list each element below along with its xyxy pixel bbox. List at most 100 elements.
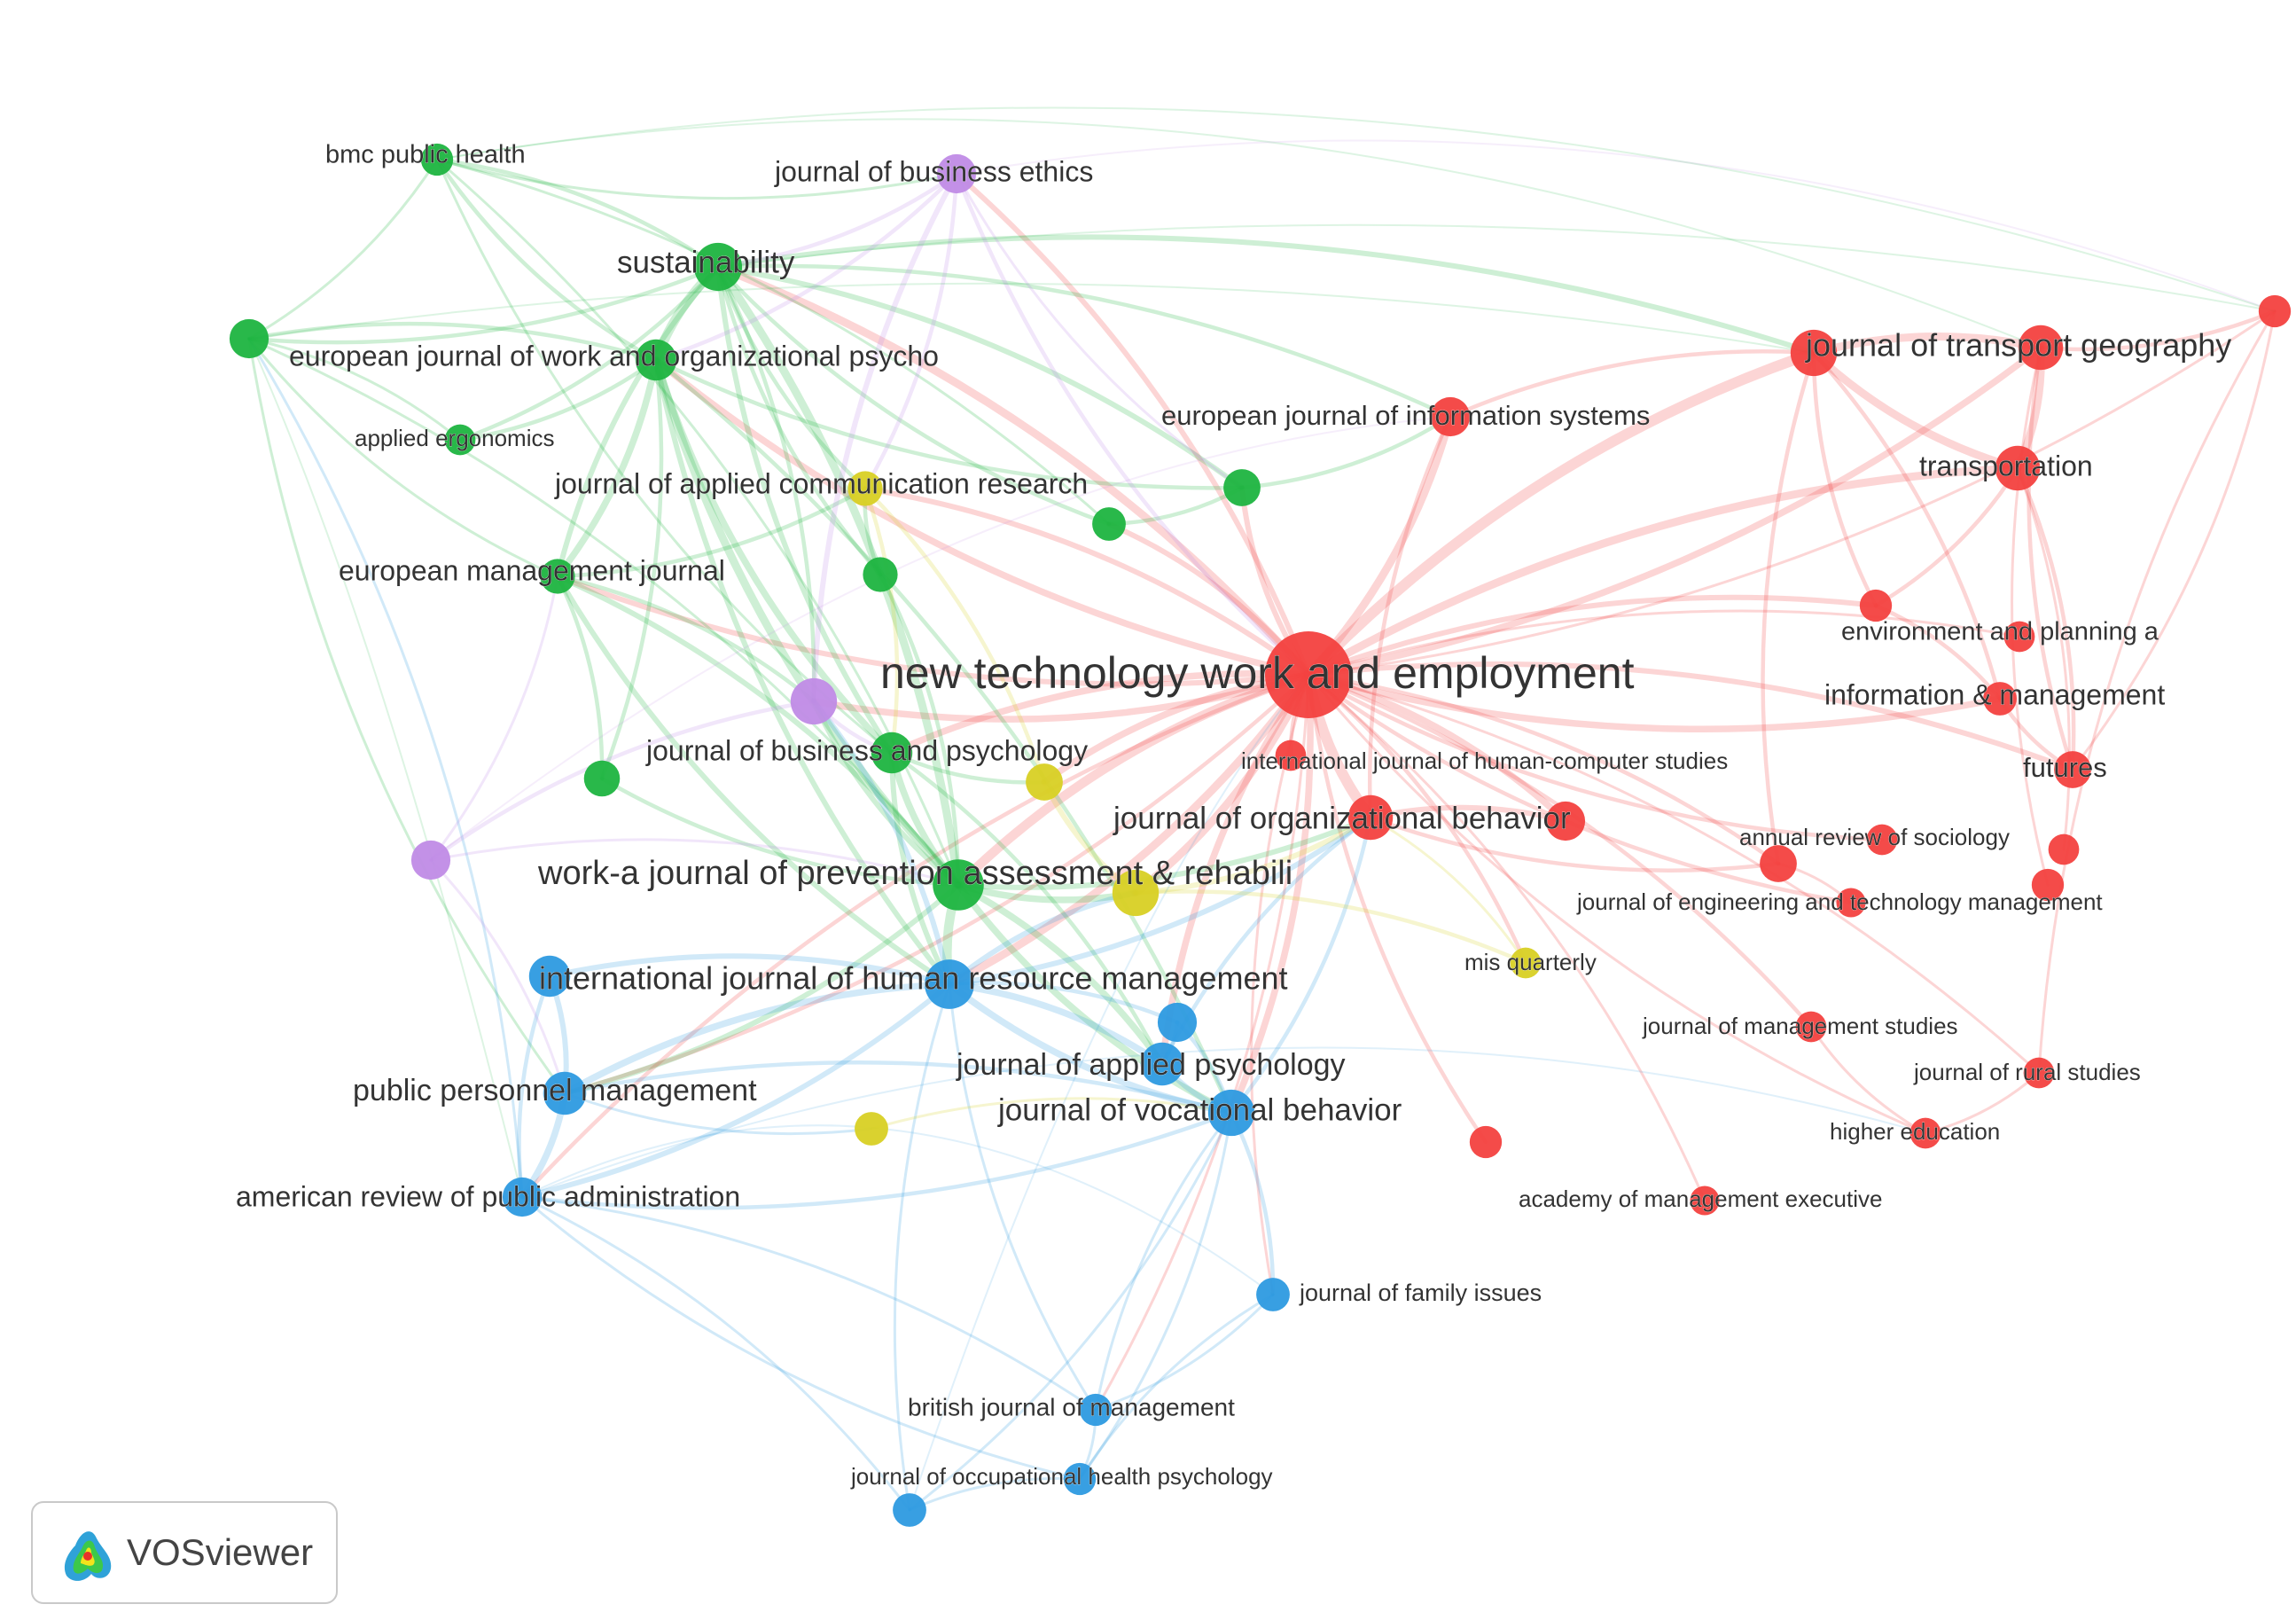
node-transp[interactable] — [1995, 445, 2041, 491]
link-green_left-wjpar — [247, 337, 960, 887]
node-jbe[interactable] — [936, 153, 977, 194]
node-ppm[interactable] — [543, 1071, 587, 1115]
node-label-sust: sustainability — [617, 245, 795, 279]
node-ars3[interactable] — [2048, 833, 2080, 865]
link-jtg-jtg2 — [1809, 333, 2045, 357]
link-arpa-johp — [520, 1195, 1082, 1481]
link-jvb-bjm — [1094, 1111, 1233, 1412]
node-g4[interactable] — [583, 760, 621, 797]
link-sust-g1 — [715, 264, 1245, 490]
node-red_misc[interactable] — [1469, 1125, 1503, 1159]
node-label-aerg: applied ergonomics — [355, 425, 554, 451]
node-emj[interactable] — [540, 559, 575, 594]
link-jtg-env — [1811, 350, 1878, 608]
node-g1[interactable] — [1223, 469, 1261, 506]
node-futures[interactable] — [2054, 751, 2091, 788]
node-bjm[interactable] — [1079, 1393, 1113, 1427]
node-jfi[interactable] — [1256, 1278, 1290, 1311]
link-ntwe-env_extra — [1307, 609, 2021, 677]
link-johp-b_bottom — [908, 1476, 1082, 1512]
node-y3[interactable] — [855, 1112, 888, 1146]
node-y1[interactable] — [1112, 869, 1160, 917]
node-g2[interactable] — [1092, 507, 1126, 541]
link-ejwop-bmc — [434, 157, 659, 363]
node-ijhcs[interactable] — [1275, 739, 1307, 771]
node-jtg2[interactable] — [2018, 325, 2064, 371]
link-arpa-bjm — [520, 1195, 1097, 1412]
node-sust[interactable] — [693, 242, 743, 292]
link-arpa-ijhrm_left — [517, 974, 552, 1200]
node-green_left[interactable] — [229, 318, 269, 359]
node-ars2[interactable] — [1760, 845, 1797, 882]
link-ntwe-jvb — [1228, 671, 1314, 1116]
node-bmc[interactable] — [420, 143, 454, 176]
node-johp[interactable] — [1063, 1462, 1097, 1496]
link-sust-green_left — [246, 264, 721, 345]
node-he[interactable] — [1909, 1117, 1941, 1149]
link-green_left-emj — [247, 337, 559, 578]
node-label-jfi: journal of family issues — [1299, 1279, 1542, 1306]
link-bmc-tr_far — [436, 106, 2276, 312]
node-env[interactable] — [1859, 589, 1893, 622]
label-layer: new technology work and employmentjourna… — [236, 140, 2232, 1490]
link-wjpar-jap — [955, 881, 1166, 1068]
vosviewer-logo-icon — [64, 1531, 112, 1581]
node-b1[interactable] — [1157, 1002, 1198, 1043]
node-wjpar[interactable] — [933, 859, 984, 911]
link-sust-g2 — [715, 264, 1112, 527]
node-jvb[interactable] — [1207, 1089, 1255, 1137]
link-job-job2 — [1368, 804, 1568, 824]
link-ntwe-sust — [714, 262, 1313, 679]
node-aerg[interactable] — [444, 424, 476, 456]
link-jms-he — [1809, 1025, 1927, 1135]
node-ijhrm_left[interactable] — [528, 955, 571, 998]
node-ijhrm[interactable] — [925, 959, 974, 1009]
node-label-transp: transportation — [1919, 450, 2093, 481]
node-arpa[interactable] — [502, 1177, 543, 1217]
node-misq[interactable] — [1510, 947, 1542, 979]
node-jms[interactable] — [1795, 1011, 1827, 1043]
node-jetm2[interactable] — [2031, 868, 2065, 902]
link-jbp-ijhrm — [889, 750, 952, 987]
node-jrs[interactable] — [2023, 1057, 2055, 1089]
link-sust-tr_far — [717, 223, 2276, 312]
node-jtg[interactable] — [1790, 329, 1838, 377]
node-p1[interactable] — [790, 677, 838, 725]
node-infman[interactable] — [1983, 682, 2017, 716]
node-label-ame: academy of management executive — [1519, 1186, 1882, 1212]
node-env_extra[interactable] — [2003, 621, 2035, 653]
node-p2[interactable] — [410, 840, 451, 880]
link-y2-jacr — [863, 486, 1047, 785]
node-ejwop[interactable] — [635, 339, 677, 381]
link-ppm-jvb — [562, 1060, 1234, 1115]
node-ejis[interactable] — [1430, 396, 1471, 437]
node-label-jbe: journal of business ethics — [774, 155, 1093, 187]
node-g3[interactable] — [863, 557, 898, 592]
link-ntwe-futures — [1306, 661, 2075, 772]
link-ppm-y3 — [563, 1092, 873, 1136]
link-sust-jacr — [715, 264, 868, 491]
node-jap[interactable] — [1140, 1042, 1184, 1086]
node-jetm[interactable] — [1836, 888, 1866, 918]
node-label-arpa: american review of public administration — [236, 1180, 740, 1212]
link-sust-g3 — [715, 264, 883, 577]
node-y2[interactable] — [1026, 763, 1063, 801]
node-ars[interactable] — [1866, 824, 1898, 856]
link-jvb-jfi — [1229, 1110, 1276, 1297]
node-b_bottom[interactable] — [893, 1493, 926, 1527]
node-label-jacr: journal of applied communication researc… — [554, 467, 1088, 499]
link-jbe-p1 — [811, 171, 959, 704]
node-tr_far[interactable] — [2258, 294, 2292, 328]
link-ntwe-emj — [555, 574, 1311, 687]
node-jacr[interactable] — [847, 471, 883, 506]
link-green_left-aerg — [247, 337, 462, 442]
node-job2[interactable] — [1545, 801, 1586, 841]
node-label-ppm: public personnel management — [353, 1074, 757, 1107]
node-ntwe[interactable] — [1265, 631, 1352, 718]
node-job[interactable] — [1347, 794, 1394, 841]
node-ame[interactable] — [1690, 1186, 1720, 1216]
node-jbp[interactable] — [871, 732, 913, 774]
link-ntwe-infman — [1305, 671, 2003, 732]
